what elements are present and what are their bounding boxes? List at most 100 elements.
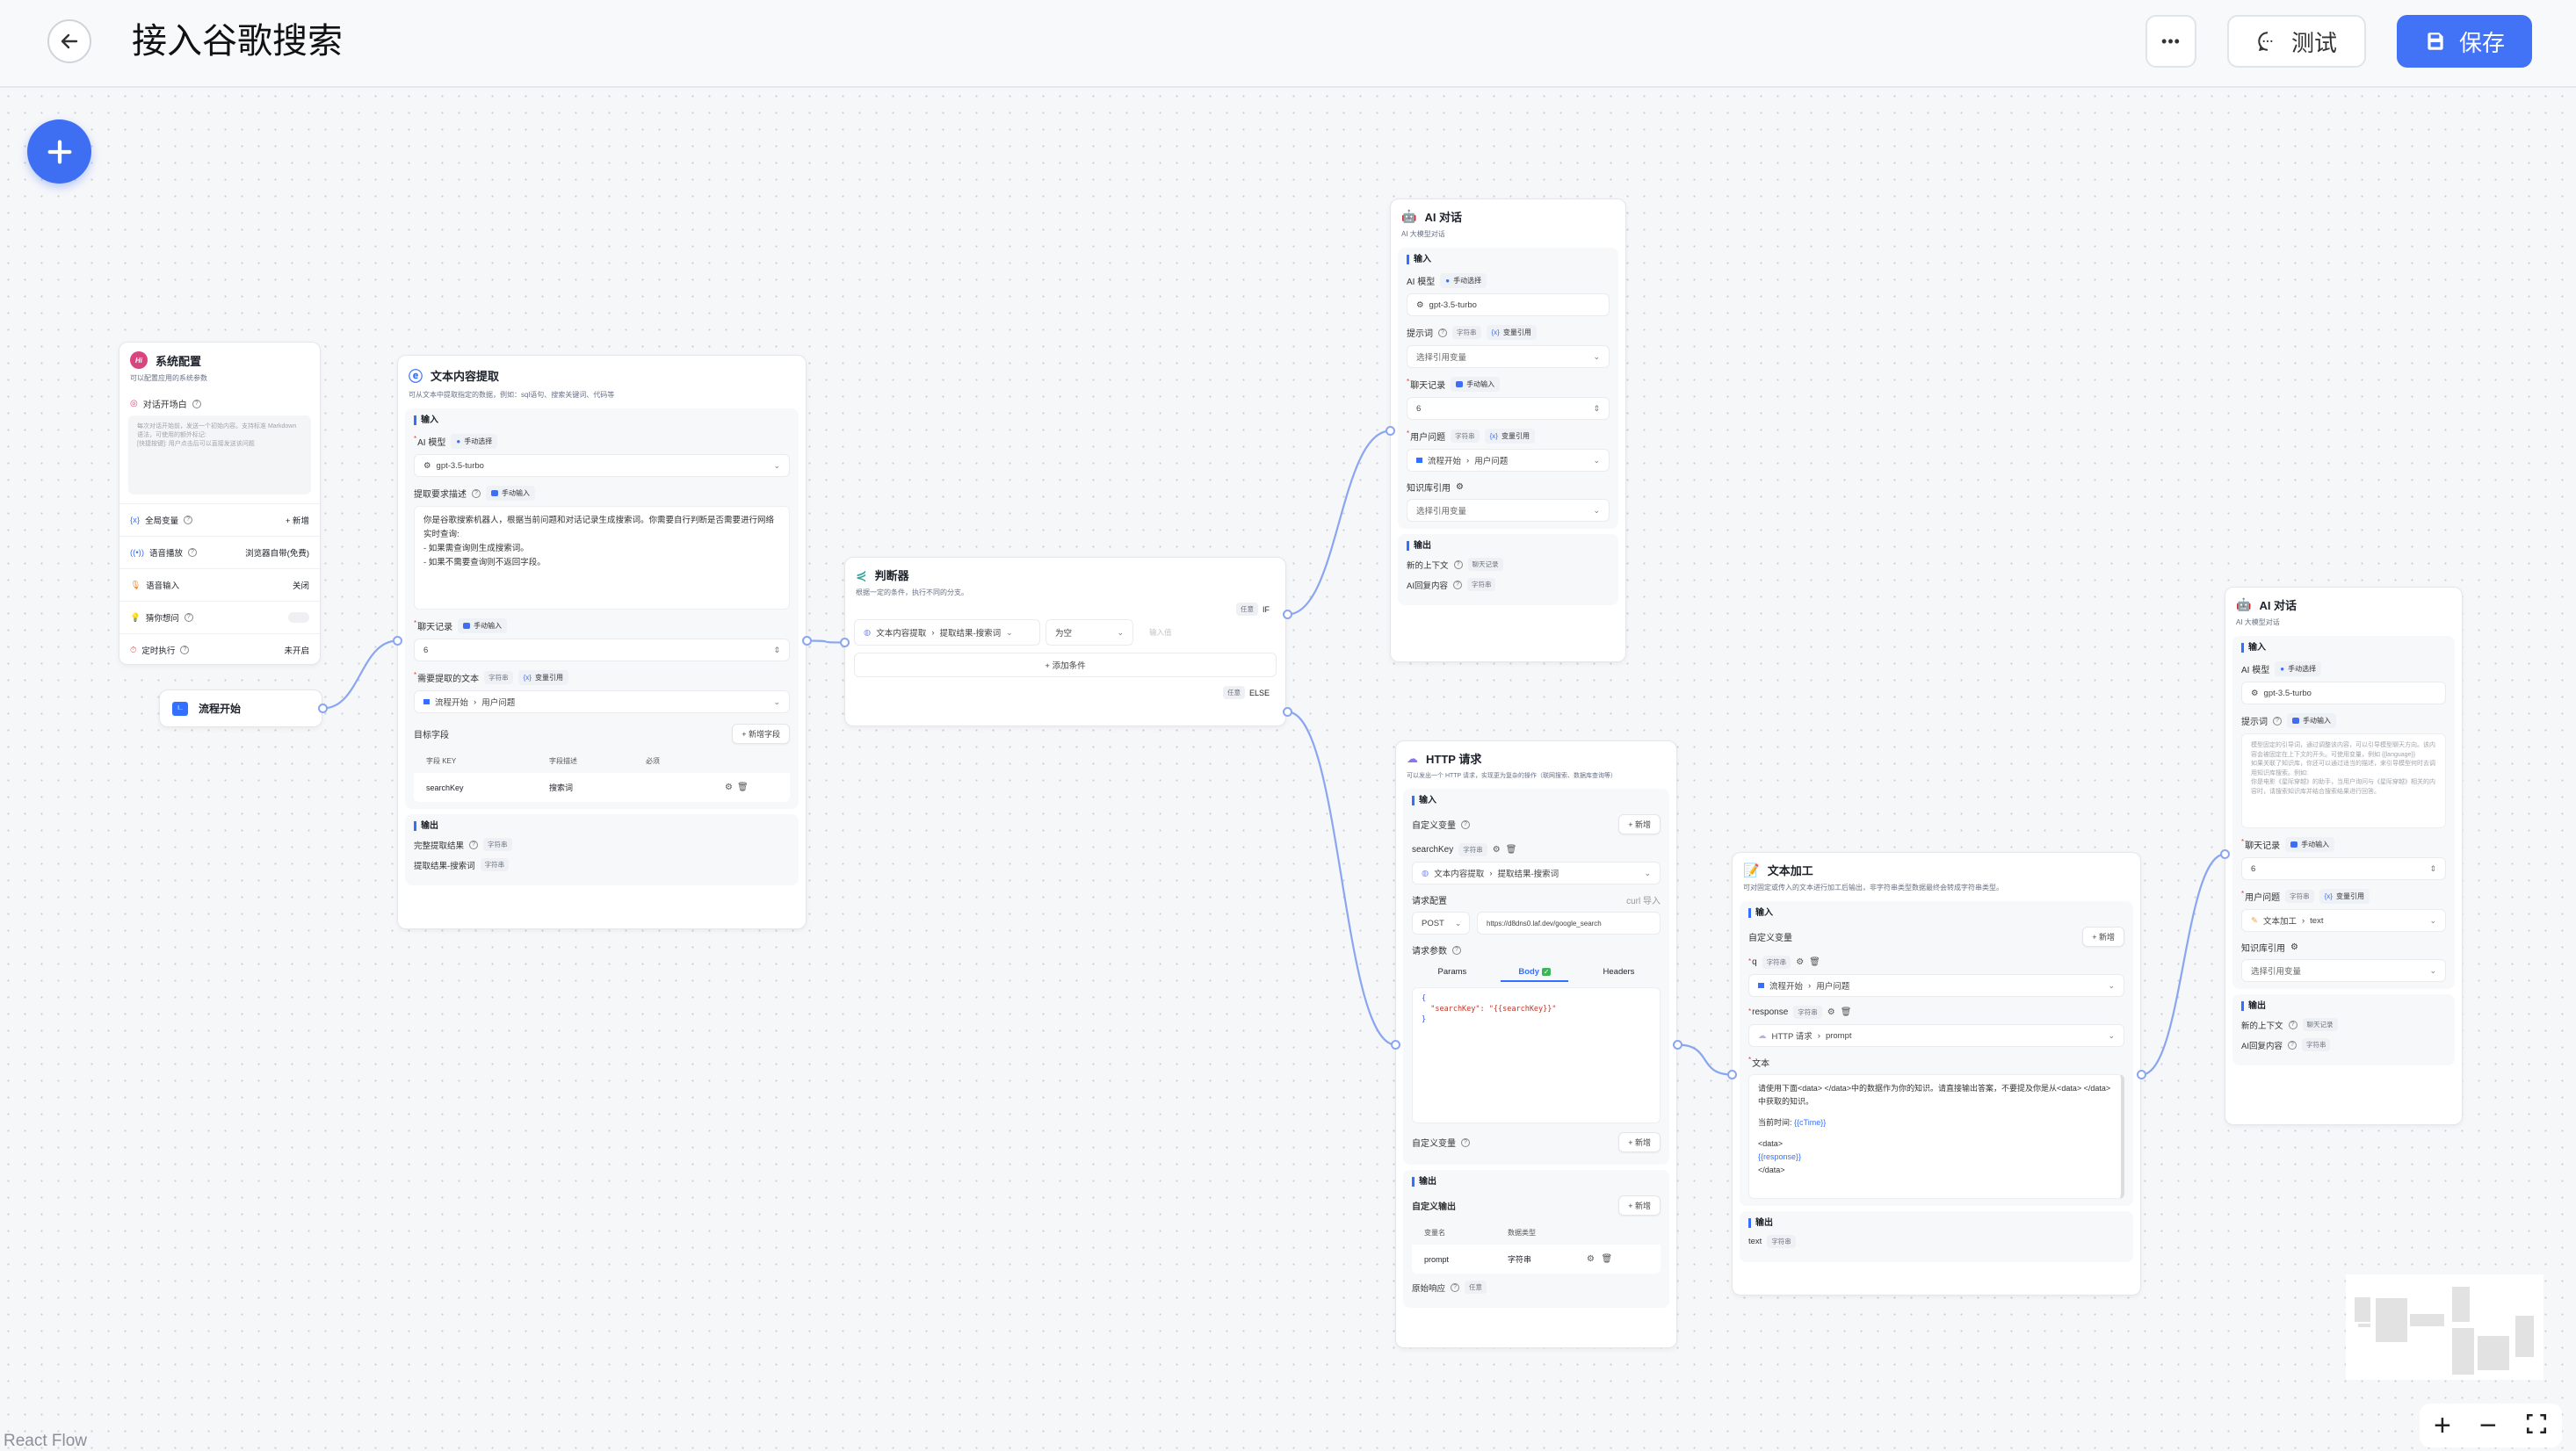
node-text-process[interactable]: 📝文本加工 可对固定或传入的文本进行加工后输出，非字符串类型数据最终会转成字符串… [1732, 852, 2141, 1296]
knowledge-base-select[interactable]: 选择引用变量⌄ [1407, 499, 1610, 522]
flow-canvas[interactable] [0, 88, 2576, 1451]
mode-tag[interactable]: {x}变量引用 [1486, 325, 1537, 340]
url-input[interactable]: https://d8dns0.laf.dev/google_search [1477, 912, 1661, 935]
body-editor[interactable]: { "searchKey": "{{searchKey}}" } [1412, 987, 1661, 1123]
mode-tag[interactable]: 手动输入 [458, 618, 508, 633]
mode-tag[interactable]: ●手动选择 [2275, 661, 2322, 676]
text-process-output-handle[interactable] [2137, 1070, 2146, 1079]
http-input-handle[interactable] [1391, 1040, 1400, 1050]
prompt-textarea[interactable]: 模型固定的引导词，通过调整该内容，可以引导模型聊天方向。该内容会被固定在上下文的… [2241, 733, 2446, 828]
add-condition-button[interactable]: + 添加条件 [854, 653, 1277, 677]
judge-else-handle[interactable] [1283, 707, 1292, 717]
condition-operator-select[interactable]: 为空⌄ [1046, 619, 1133, 646]
gear-icon[interactable]: ⚙ [1456, 482, 1464, 492]
history-number-input[interactable]: 6⇕ [414, 639, 790, 661]
mode-tag[interactable]: 手动输入 [2285, 837, 2335, 852]
node-http-request[interactable]: ☁HTTP 请求 可以发出一个 HTTP 请求，实现更为复杂的操作（联网搜索、数… [1395, 740, 1677, 1348]
gear-icon[interactable]: ⚙ [725, 783, 733, 792]
judge-if-handle[interactable] [1283, 610, 1292, 619]
variable-q-select[interactable]: 流程开始›用户问题⌄ [1748, 974, 2124, 997]
question-select[interactable]: ✎文本加工›text⌄ [2241, 909, 2446, 932]
add-field-button[interactable]: + 新增字段 [732, 724, 790, 744]
tab-params[interactable]: Params [1437, 967, 1467, 977]
node-flow-start[interactable]: I.. 流程开始 [159, 689, 322, 727]
add-variable-button[interactable]: + 新增 [1618, 814, 1661, 834]
mode-tag[interactable]: 手动输入 [2287, 713, 2336, 728]
voice-input-row[interactable]: 🎙语音输入关闭 [119, 568, 320, 601]
extract-input-handle[interactable] [393, 636, 402, 646]
text-process-input-handle[interactable] [1727, 1070, 1737, 1079]
minimap[interactable] [2346, 1274, 2543, 1380]
test-button[interactable]: 测试 [2227, 15, 2366, 68]
text-reference-select[interactable]: 流程开始›用户问题⌄ [414, 690, 790, 713]
gear-icon[interactable]: ⚙ [1492, 845, 1501, 855]
gear-icon[interactable]: ⚙ [1796, 957, 1805, 967]
welcome-textarea[interactable]: 每次对话开始前，发送一个初始内容。支持标准 Markdown 语法，可使用的额外… [128, 415, 311, 494]
node-ai-chat-2[interactable]: 🤖AI 对话 AI 大模型对话 输入 AI 模型●手动选择 ⚙gpt-3.5-t… [2225, 587, 2463, 1125]
more-button[interactable]: ••• [2145, 15, 2196, 68]
mode-tag[interactable]: ●手动选择 [451, 434, 498, 449]
stepper-icon[interactable]: ⇕ [1593, 403, 1600, 413]
zoom-out-button[interactable]: − [2479, 1408, 2497, 1442]
zoom-in-button[interactable]: + [2434, 1408, 2451, 1442]
variable-reference-select[interactable]: ◍文本内容提取›提取结果-搜索词⌄ [1412, 862, 1661, 884]
model-select[interactable]: ⚙gpt-3.5-turbo [2241, 682, 2446, 704]
react-flow-attribution[interactable]: React Flow [4, 1432, 88, 1450]
gear-icon[interactable]: ⚙ [1587, 1254, 1595, 1264]
trash-icon[interactable]: 🗑 [1601, 1254, 1613, 1264]
add-output-button[interactable]: + 新增 [1618, 1195, 1661, 1216]
mode-tag[interactable]: {x}变量引用 [1484, 429, 1535, 444]
node-title: HTTP 请求 [1426, 753, 1482, 766]
tab-body[interactable]: Body ✓ [1501, 964, 1569, 982]
mode-tag[interactable]: 手动输入 [1451, 377, 1501, 392]
add-global-variable-button[interactable]: + 新增 [285, 516, 309, 526]
question-select[interactable]: 流程开始›用户问题⌄ [1407, 449, 1610, 472]
flow-start-output-handle[interactable] [318, 704, 328, 713]
fit-view-button[interactable] [2525, 1409, 2548, 1443]
prompt-select[interactable]: 选择引用变量⌄ [1407, 345, 1610, 368]
history-number-input[interactable]: 6⇕ [1407, 397, 1610, 420]
judge-input-handle[interactable] [840, 638, 850, 647]
mode-tag[interactable]: ●手动选择 [1440, 273, 1487, 288]
back-button[interactable] [47, 19, 91, 63]
stepper-icon[interactable]: ⇕ [2429, 863, 2436, 873]
condition-variable-select[interactable]: ◍文本内容提取›提取结果-搜索词⌄ [854, 619, 1040, 646]
node-ai-chat-1[interactable]: 🤖AI 对话 AI 大模型对话 输入 AI 模型●手动选择 ⚙gpt-3.5-t… [1390, 199, 1626, 662]
stepper-icon[interactable]: ⇕ [773, 645, 780, 654]
add-node-button[interactable] [27, 119, 91, 184]
ai-chat-1-input-handle[interactable] [1386, 426, 1395, 436]
http-output-handle[interactable] [1673, 1040, 1682, 1050]
trash-icon[interactable]: 🗑 [736, 783, 749, 792]
text-template-editor[interactable]: 请使用下面<data> </data>中的数据作为你的知识。请直接输出答案，不要… [1748, 1074, 2124, 1199]
knowledge-base-select[interactable]: 选择引用变量⌄ [2241, 959, 2446, 982]
trash-icon[interactable]: 🗑 [1809, 957, 1820, 967]
tts-row[interactable]: ((•))语音播放?浏览器自带(免费) [119, 536, 320, 568]
mode-tag[interactable]: 手动输入 [486, 486, 535, 501]
mode-tag[interactable]: {x}变量引用 [517, 670, 568, 685]
model-select[interactable]: ⚙gpt-3.5-turbo [1407, 293, 1610, 316]
mode-tag[interactable]: {x}变量引用 [2319, 889, 2370, 904]
model-select[interactable]: ⚙gpt-3.5-turbo⌄ [414, 454, 790, 477]
tab-headers[interactable]: Headers [1603, 967, 1635, 977]
global-variables-row[interactable]: {x}全局变量?+ 新增 [119, 503, 320, 536]
ai-chat-2-input-handle[interactable] [2220, 849, 2230, 859]
save-button[interactable]: 保存 [2397, 15, 2532, 68]
add-variable-button[interactable]: + 新增 [2082, 927, 2124, 947]
gear-icon[interactable]: ⚙ [2290, 942, 2298, 952]
method-select[interactable]: POST⌄ [1412, 912, 1470, 935]
scheduled-run-row[interactable]: ⏱定时执行?未开启 [119, 633, 320, 666]
trash-icon[interactable]: 🗑 [1840, 1007, 1852, 1017]
add-variable-button[interactable]: + 新增 [1618, 1132, 1661, 1152]
suggest-toggle[interactable] [288, 612, 309, 623]
variable-response-select[interactable]: ☁HTTP 请求›prompt⌄ [1748, 1024, 2124, 1047]
curl-import-link[interactable]: curl 导入 [1626, 897, 1661, 906]
description-textarea[interactable]: 你是谷歌搜索机器人，根据当前问题和对话记录生成搜索词。你需要自行判断是否需要进行… [414, 506, 790, 610]
gear-icon[interactable]: ⚙ [1827, 1007, 1835, 1017]
history-number-input[interactable]: 6⇕ [2241, 857, 2446, 880]
extract-output-handle[interactable] [802, 636, 812, 646]
trash-icon[interactable]: 🗑 [1505, 845, 1517, 855]
condition-value-input[interactable]: 输入值 [1149, 628, 1172, 637]
